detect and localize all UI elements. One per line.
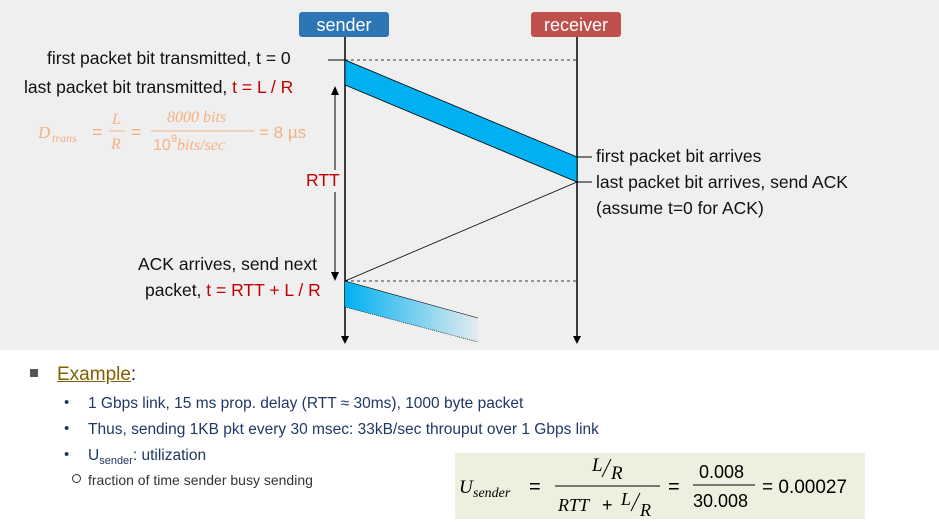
dtrans-D: D bbox=[37, 123, 51, 142]
formula-den-R: R bbox=[639, 500, 651, 519]
example-item-1: 1 Gbps link, 15 ms prop. delay (RTT ≈ 30… bbox=[88, 395, 524, 412]
formula-eq2: = bbox=[668, 476, 680, 498]
receiver-label: receiver bbox=[544, 15, 608, 35]
formula-den-plus: + bbox=[602, 495, 613, 515]
last-bit-tx-time: t = L / R bbox=[232, 77, 294, 97]
rtt-arrow-bottom bbox=[331, 272, 339, 281]
formula-num-value: 0.008 bbox=[699, 462, 744, 482]
last-bit-transmitted-label: last packet bit transmitted, t = L / R bbox=[24, 77, 294, 97]
packet-band bbox=[344, 59, 578, 183]
first-bit-transmitted-label: first packet bit transmitted, t = 0 bbox=[47, 48, 291, 68]
rtt-label: RTT bbox=[306, 170, 340, 190]
formula-U-sub: sender bbox=[473, 486, 511, 501]
bullet-dot-icon: • bbox=[64, 446, 70, 463]
next-packet-band bbox=[345, 281, 478, 342]
example-bullet-icon bbox=[30, 369, 38, 377]
sender-timeline-arrow bbox=[341, 336, 349, 344]
dtrans-L: L bbox=[111, 111, 121, 128]
formula-eq1: = bbox=[529, 476, 541, 498]
formula-den-slash bbox=[630, 492, 641, 512]
sender-box bbox=[299, 12, 389, 37]
bullet-dot-icon: • bbox=[64, 394, 70, 411]
ack-arrives-label-line2: packet, t = RTT + L / R bbox=[145, 280, 321, 300]
timing-diagram: sender receiver D trans = L R = 8000 bit… bbox=[37, 12, 621, 344]
bullet-dot-icon: • bbox=[64, 420, 70, 437]
sub-bullet-circle-icon bbox=[72, 474, 81, 483]
rtt-arrow-top bbox=[331, 86, 339, 95]
ack-arrives-label-line1: ACK arrives, send next bbox=[138, 254, 317, 274]
rtt-label-bg bbox=[305, 170, 343, 192]
dtrans-sub: trans bbox=[52, 131, 77, 145]
formula-num-R: R bbox=[610, 463, 623, 484]
dtrans-eq1: = bbox=[92, 122, 103, 142]
dtrans-den-base: 10 bbox=[153, 137, 171, 154]
next-packet-edge-top bbox=[344, 280, 479, 319]
formula-den-value: 30.008 bbox=[693, 491, 748, 511]
sender-label: sender bbox=[316, 15, 371, 35]
example-title-text: Example bbox=[57, 364, 131, 385]
formula-den-RTT: RTT bbox=[557, 495, 591, 515]
ack-line2-prefix: packet, bbox=[145, 280, 207, 300]
dtrans-num: 8000 bits bbox=[167, 109, 226, 126]
formula-den-L: L bbox=[620, 489, 631, 509]
example-item-2: Thus, sending 1KB pkt every 30 msec: 33k… bbox=[88, 421, 599, 438]
usender-rest: : utilization bbox=[132, 447, 207, 464]
dtrans-eq2: = bbox=[131, 122, 142, 142]
formula-num-slash bbox=[601, 458, 612, 478]
dtrans-R: R bbox=[110, 136, 121, 153]
dtrans-den-exp: 9 bbox=[171, 133, 177, 145]
utilization-formula-box: U sender = L R RTT + L R = 0.008 30.008 … bbox=[455, 453, 865, 520]
example-item-usender: Usender: utilization bbox=[88, 447, 206, 467]
formula-U: U bbox=[459, 477, 474, 498]
example-subitem: fraction of time sender busy sending bbox=[88, 472, 313, 488]
usender-U: U bbox=[88, 447, 100, 464]
ack-line bbox=[344, 181, 578, 282]
dtrans-den-rest: bits/sec bbox=[177, 137, 225, 154]
last-bit-tx-prefix: last packet bit transmitted, bbox=[24, 77, 233, 97]
receiver-box bbox=[531, 12, 621, 37]
ack-arrives-time: t = RTT + L / R bbox=[206, 280, 321, 300]
assume-note-label: (assume t=0 for ACK) bbox=[596, 198, 764, 218]
dtrans-result: = 8 µs bbox=[259, 123, 306, 142]
formula-num-L: L bbox=[591, 455, 603, 476]
example-title-colon: : bbox=[130, 364, 137, 385]
first-bit-arrives-label: first packet bit arrives bbox=[596, 146, 762, 166]
example-title: Example: bbox=[57, 364, 136, 386]
receiver-timeline-arrow bbox=[573, 336, 581, 344]
dtrans-formula: D trans = L R = 8000 bits 10 9 bits/sec … bbox=[37, 109, 306, 154]
next-packet-edge-bottom bbox=[344, 306, 479, 343]
utilization-formula: U sender = L R RTT + L R = 0.008 30.008 … bbox=[459, 455, 847, 520]
usender-sub: sender bbox=[99, 455, 133, 468]
formula-result: = 0.00027 bbox=[762, 477, 847, 498]
diagram-panel bbox=[0, 0, 939, 350]
last-bit-arrives-label: last packet bit arrives, send ACK bbox=[596, 172, 848, 192]
